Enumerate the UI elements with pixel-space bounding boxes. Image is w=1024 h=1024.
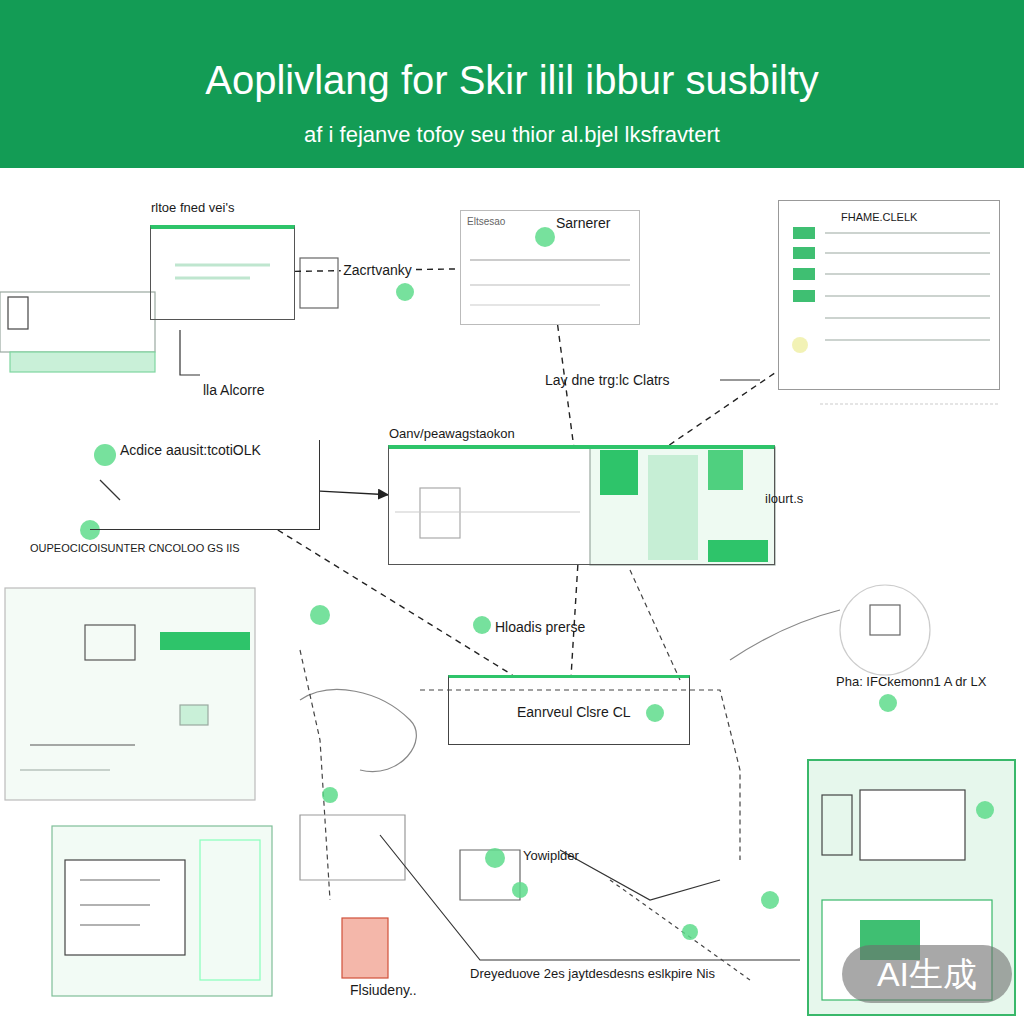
- title-band: Aoplivlang for Skir ilil ibbur susbilty a…: [0, 0, 1024, 168]
- diagram-title: Aoplivlang for Skir ilil ibbur susbilty: [0, 58, 1024, 103]
- box-text: Eltsesao: [467, 216, 552, 228]
- process-box: FHAME.CLELK: [778, 200, 1000, 390]
- box-heading: Eanrveul Clsre CL: [517, 704, 689, 720]
- text-label: Pha: IFCkemonn1 A dr LX: [836, 675, 1024, 690]
- process-box: rltoe fned vei's: [150, 225, 295, 320]
- text-label: Dreyeduove 2es jaytdesdesns eslkpire Nis: [470, 967, 810, 982]
- text-label: ilourt.s: [765, 492, 845, 507]
- box-heading: Oanv/peawagstaokon: [389, 427, 609, 442]
- process-box: Acdice aausit:tcotiOLKOUPEOCICOISUNTER C…: [90, 440, 320, 530]
- process-box: Eanrveul Clsre CL: [448, 675, 690, 745]
- text-label: Lay dne trg:lc Clatrs: [545, 372, 735, 388]
- box-heading: Sarnerer: [556, 215, 641, 231]
- process-box: Oanv/peawagstaokon: [388, 445, 775, 565]
- subtitle: af i fejanve tofoy seu thior al.bjel lks…: [140, 122, 884, 147]
- process-box: Sarnerer Eltsesao: [460, 210, 640, 325]
- connector-label: Zacrtvanky: [340, 262, 414, 278]
- text-label: Hloadis prerse: [495, 619, 645, 635]
- box-text: OUPEOCICOISUNTER CNCOLOO GS IIS: [30, 542, 330, 555]
- box-heading: Acdice aausit:tcotiOLK: [120, 442, 320, 458]
- box-heading: rltoe fned vei's: [151, 201, 301, 216]
- text-label: Flsiudeny..: [350, 982, 460, 998]
- connector: [278, 530, 513, 675]
- text-label: lla Alcorre: [203, 382, 313, 398]
- watermark: AI生成: [842, 945, 1012, 1003]
- text-label: Yowiplder: [523, 849, 633, 864]
- connector: [669, 371, 778, 445]
- connector: [320, 491, 388, 495]
- box-heading: FHAME.CLELK: [841, 211, 991, 224]
